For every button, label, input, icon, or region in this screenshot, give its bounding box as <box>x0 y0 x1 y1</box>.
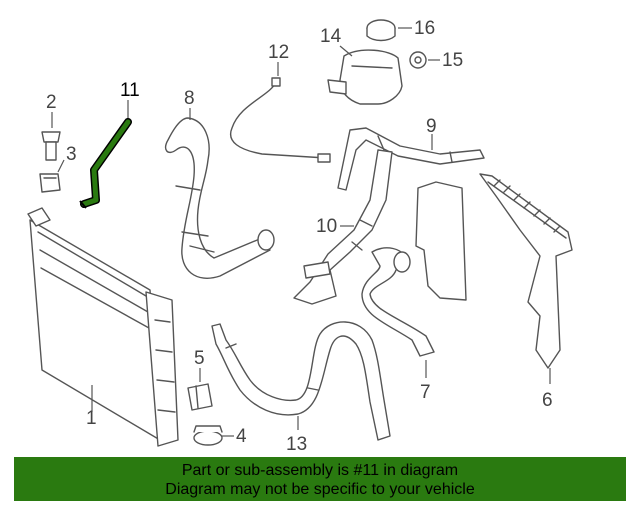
banner-line-2: Diagram may not be specific to your vehi… <box>165 481 475 498</box>
hose-part-13 <box>211 321 391 441</box>
hose-part-11-highlighted <box>79 118 132 209</box>
shroud-part-6 <box>415 173 573 369</box>
callout-1: 1 <box>86 408 97 429</box>
callout-3: 3 <box>66 144 77 165</box>
hose-part-9 <box>337 127 485 191</box>
callout-14: 14 <box>320 26 342 47</box>
highlight-fill <box>81 119 131 207</box>
info-banner: Part or sub-assembly is #11 in diagram D… <box>14 457 626 501</box>
sensor-part-5 <box>187 383 213 411</box>
hose-part-10 <box>293 149 393 305</box>
callout-10: 10 <box>316 216 337 237</box>
expansion-tank-part-14 <box>327 49 403 105</box>
callout-11: 11 <box>120 80 140 101</box>
hose-part-7 <box>361 247 435 357</box>
bolt-part-2 <box>41 131 61 161</box>
banner-line-1: Part or sub-assembly is #11 in diagram <box>181 462 459 479</box>
sensor-part-15 <box>409 51 427 69</box>
grommet-part-3 <box>39 173 61 193</box>
callout-9: 9 <box>426 116 437 137</box>
cap-part-16 <box>366 19 396 42</box>
hose-part-8 <box>164 117 275 279</box>
radiator-part-1 <box>27 207 179 447</box>
callout-8: 8 <box>184 88 195 109</box>
cap-part-4 <box>193 425 223 446</box>
callout-13: 13 <box>286 434 307 455</box>
callout-16: 16 <box>414 18 435 39</box>
parts-diagram: 1 2 3 11 8 12 14 <box>27 18 573 455</box>
callout-15: 15 <box>442 50 463 71</box>
callout-5: 5 <box>194 348 205 369</box>
callout-6: 6 <box>542 390 553 411</box>
callout-4: 4 <box>236 426 247 447</box>
callout-7: 7 <box>420 382 431 403</box>
callout-12: 12 <box>268 42 289 63</box>
sensor-wire-part-12 <box>229 77 331 163</box>
callout-2: 2 <box>46 92 57 113</box>
